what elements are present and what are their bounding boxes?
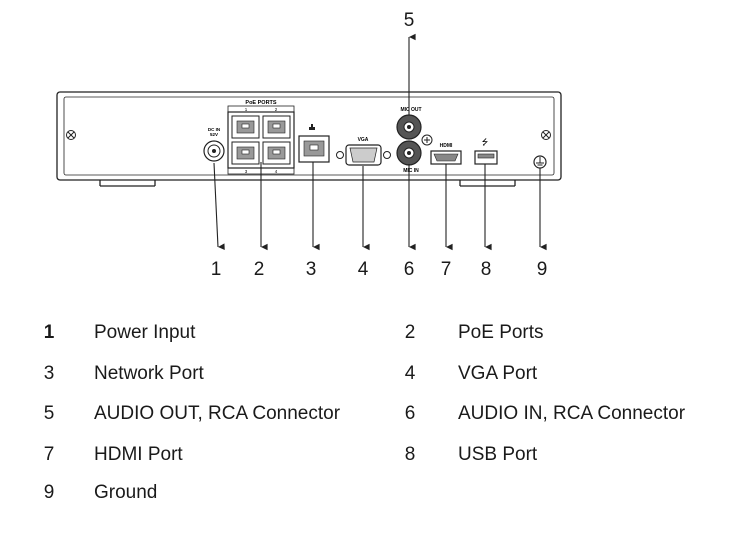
usb-symbol-label: ⭍	[482, 138, 489, 147]
dc-in-voltage-label: 52V	[210, 132, 218, 137]
screw-right-icon	[541, 130, 551, 140]
vga-label: VGA	[358, 137, 369, 143]
legend-label: PoE Ports	[458, 322, 544, 343]
ground-terminal-icon	[533, 155, 547, 169]
legend-number: 6	[404, 403, 416, 424]
legend-label: USB Port	[458, 444, 538, 465]
callout-9: 9	[537, 259, 548, 280]
poe-port-1-label: 1	[245, 107, 248, 112]
poe-port-2-label: 2	[275, 107, 278, 112]
poe-ports-icon: PoE PORTS 1 2 3 4	[227, 100, 295, 175]
vga-port-icon: VGA	[336, 137, 391, 166]
callout-1: 1	[211, 259, 222, 280]
poe-port-3-label: 3	[245, 169, 248, 174]
legend-number: 7	[43, 444, 55, 465]
legend-label: VGA Port	[458, 363, 538, 384]
callout-6: 6	[404, 259, 415, 280]
hdmi-label: HDMI	[440, 143, 453, 149]
callout-5: 5	[404, 10, 415, 31]
hdmi-port-icon: HDMI	[430, 143, 462, 165]
legend-number: 8	[404, 444, 416, 465]
mic-out-label: MIC OUT	[400, 107, 421, 113]
legend-label: Network Port	[94, 363, 204, 384]
legend-label: HDMI Port	[94, 444, 183, 465]
screw-left-icon	[66, 130, 76, 140]
audio-out-icon: MIC OUT	[396, 107, 422, 140]
mic-in-label: MIC IN	[403, 168, 419, 174]
poe-ports-label: PoE PORTS	[245, 100, 277, 106]
legend-label: Ground	[94, 482, 158, 503]
network-port-icon	[298, 124, 330, 163]
legend-number: 2	[404, 322, 416, 343]
callout-leaders	[213, 33, 547, 251]
callout-8: 8	[481, 259, 492, 280]
legend-number: 5	[43, 403, 55, 424]
nvr-chassis	[56, 91, 562, 187]
screw-center-icon	[421, 134, 433, 146]
legend-number: 4	[404, 363, 416, 384]
dc-in-label: DC IN	[208, 127, 220, 132]
callout-7: 7	[441, 259, 452, 280]
callout-4: 4	[358, 259, 369, 280]
power-input-icon: DC IN 52V	[203, 127, 225, 162]
legend-label: Power Input	[94, 322, 196, 343]
callout-2: 2	[254, 259, 265, 280]
legend-label: AUDIO IN, RCA Connector	[458, 403, 686, 424]
poe-port-4-label: 4	[275, 169, 278, 174]
usb-port-icon: ⭍	[474, 138, 498, 165]
rear-panel-diagram: DC IN 52V PoE PORTS 1 2 3 4	[56, 10, 562, 280]
audio-in-icon: MIC IN	[396, 140, 422, 174]
legend-number: 3	[43, 363, 55, 384]
legend-label: AUDIO OUT, RCA Connector	[94, 403, 341, 424]
legend-number: 9	[43, 482, 55, 503]
legend-number: 1	[43, 322, 55, 343]
callout-3: 3	[306, 259, 317, 280]
